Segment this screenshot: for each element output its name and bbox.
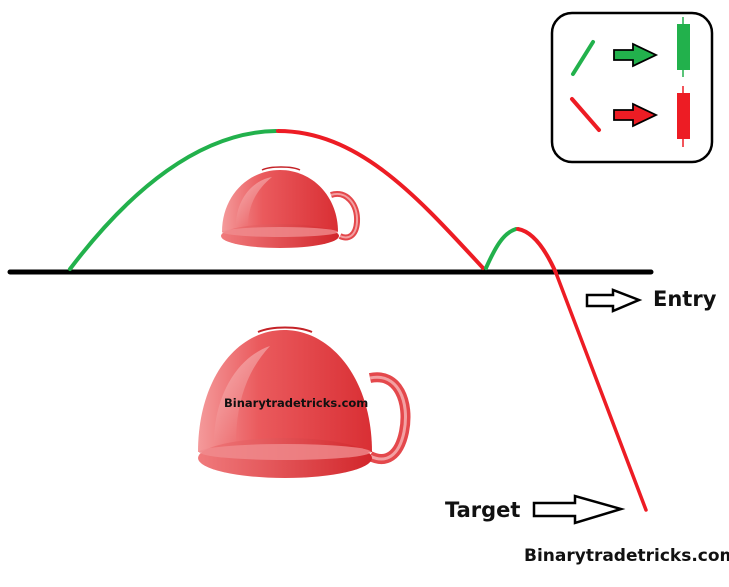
legend-down-line-icon — [570, 97, 601, 132]
small-cup-icon — [221, 166, 361, 248]
site-watermark: Binarytradetricks.com — [524, 546, 729, 566]
breakdown-line — [554, 271, 648, 512]
legend-green-arrow-icon — [613, 42, 659, 68]
handle-falling — [516, 227, 558, 275]
legend-bearish-candle-icon — [677, 86, 690, 147]
legend-up-line-icon — [571, 40, 595, 76]
handle-rising — [484, 227, 518, 270]
legend-red-arrow-icon — [613, 102, 659, 128]
legend-bullish-candle-icon — [677, 17, 690, 77]
cup-watermark: Binarytradetricks.com — [224, 396, 369, 410]
cup-arc-rising — [68, 129, 278, 271]
target-label: Target — [445, 498, 521, 522]
cup-arc-falling — [276, 129, 485, 270]
target-arrow-icon — [532, 494, 626, 525]
large-cup-icon — [198, 326, 411, 478]
entry-label: Entry — [653, 287, 717, 311]
legend-box — [550, 11, 714, 164]
entry-arrow-icon — [585, 288, 643, 313]
